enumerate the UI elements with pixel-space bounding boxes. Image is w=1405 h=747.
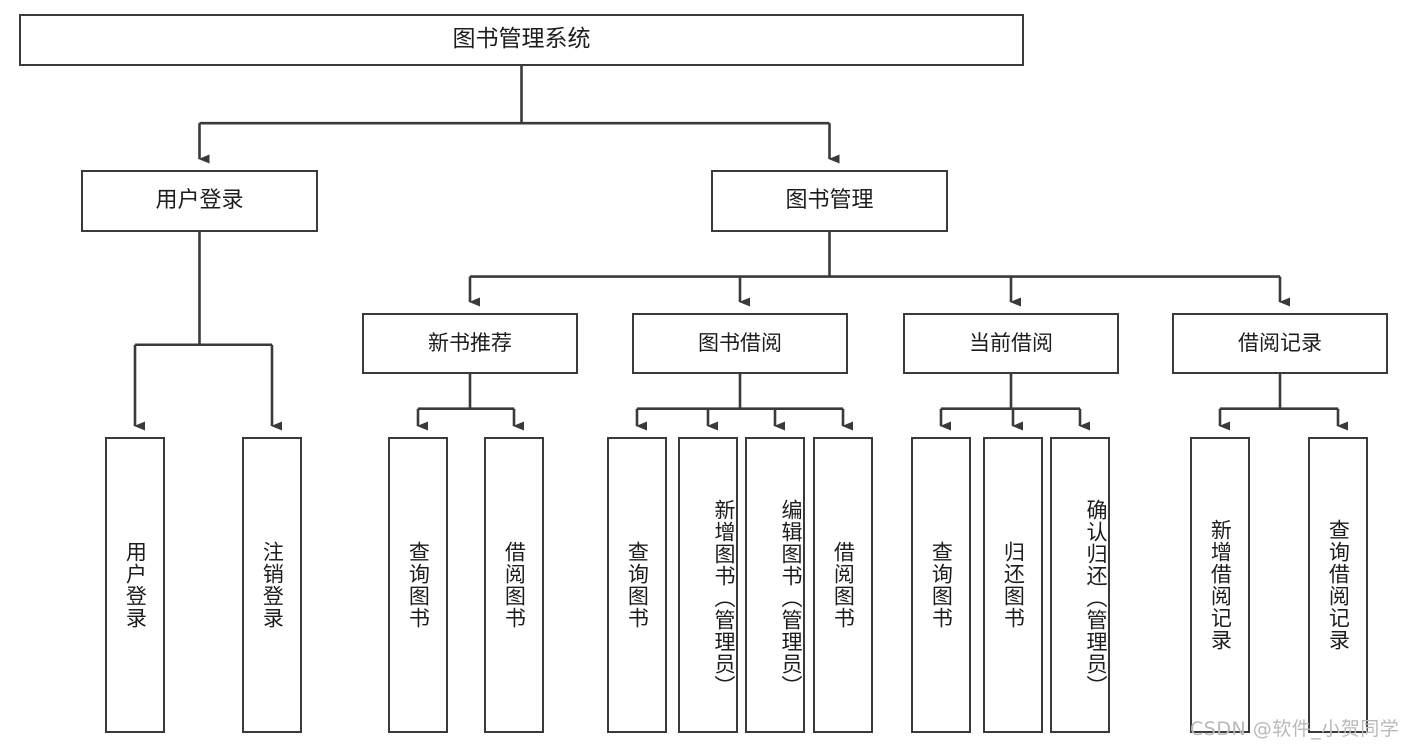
node-new-book-recommend[interactable]: 新书推荐 bbox=[362, 313, 578, 374]
node-leaf-user-login-label: 用户登录 bbox=[123, 541, 148, 629]
node-leaf-return-book[interactable]: 归还图书 bbox=[983, 437, 1043, 733]
node-leaf-add-record-label: 新增借阅记录 bbox=[1208, 519, 1233, 651]
node-leaf-add-book-label: 新增图书（管理员） bbox=[712, 499, 736, 697]
node-leaf-add-record[interactable]: 新增借阅记录 bbox=[1190, 437, 1250, 733]
node-leaf-edit-book[interactable]: 编辑图书（管理员） bbox=[745, 437, 805, 733]
node-root-title[interactable]: 图书管理系统 bbox=[19, 14, 1024, 66]
node-borrow-record[interactable]: 借阅记录 bbox=[1172, 313, 1388, 374]
node-leaf-user-logout[interactable]: 注销登录 bbox=[242, 437, 302, 733]
node-leaf-confirm-return[interactable]: 确认归还（管理员） bbox=[1050, 437, 1110, 733]
node-book-borrow-label: 图书借阅 bbox=[698, 331, 782, 356]
node-leaf-query-book-2-label: 查询图书 bbox=[625, 541, 650, 629]
node-user-login[interactable]: 用户登录 bbox=[81, 170, 318, 232]
node-leaf-borrow-book-2-label: 借阅图书 bbox=[831, 541, 856, 629]
node-leaf-query-record[interactable]: 查询借阅记录 bbox=[1308, 437, 1368, 733]
node-leaf-borrow-book-1[interactable]: 借阅图书 bbox=[484, 437, 544, 733]
node-new-book-recommend-label: 新书推荐 bbox=[428, 331, 512, 356]
node-leaf-query-book-1[interactable]: 查询图书 bbox=[388, 437, 448, 733]
node-leaf-return-book-label: 归还图书 bbox=[1001, 541, 1026, 629]
node-current-borrow-label: 当前借阅 bbox=[969, 331, 1053, 356]
node-leaf-query-book-3-label: 查询图书 bbox=[929, 541, 954, 629]
node-leaf-user-login[interactable]: 用户登录 bbox=[105, 437, 165, 733]
node-root-title-label: 图书管理系统 bbox=[452, 26, 591, 53]
watermark-label: CSDN @软件_小贺同学 bbox=[1190, 718, 1400, 740]
node-book-management-label: 图书管理 bbox=[785, 188, 874, 214]
node-leaf-query-record-label: 查询借阅记录 bbox=[1326, 519, 1351, 651]
node-leaf-confirm-return-label: 确认归还（管理员） bbox=[1084, 499, 1108, 697]
node-leaf-query-book-2[interactable]: 查询图书 bbox=[607, 437, 667, 733]
node-book-borrow[interactable]: 图书借阅 bbox=[632, 313, 848, 374]
node-leaf-add-book[interactable]: 新增图书（管理员） bbox=[678, 437, 738, 733]
node-leaf-borrow-book-1-label: 借阅图书 bbox=[502, 541, 527, 629]
node-leaf-borrow-book-2[interactable]: 借阅图书 bbox=[813, 437, 873, 733]
node-leaf-query-book-1-label: 查询图书 bbox=[406, 541, 431, 629]
node-borrow-record-label: 借阅记录 bbox=[1238, 331, 1322, 356]
node-leaf-user-logout-label: 注销登录 bbox=[260, 541, 285, 629]
node-current-borrow[interactable]: 当前借阅 bbox=[903, 313, 1119, 374]
node-leaf-edit-book-label: 编辑图书（管理员） bbox=[779, 499, 803, 697]
node-user-login-label: 用户登录 bbox=[155, 188, 244, 214]
node-leaf-query-book-3[interactable]: 查询图书 bbox=[911, 437, 971, 733]
node-book-management[interactable]: 图书管理 bbox=[711, 170, 948, 232]
